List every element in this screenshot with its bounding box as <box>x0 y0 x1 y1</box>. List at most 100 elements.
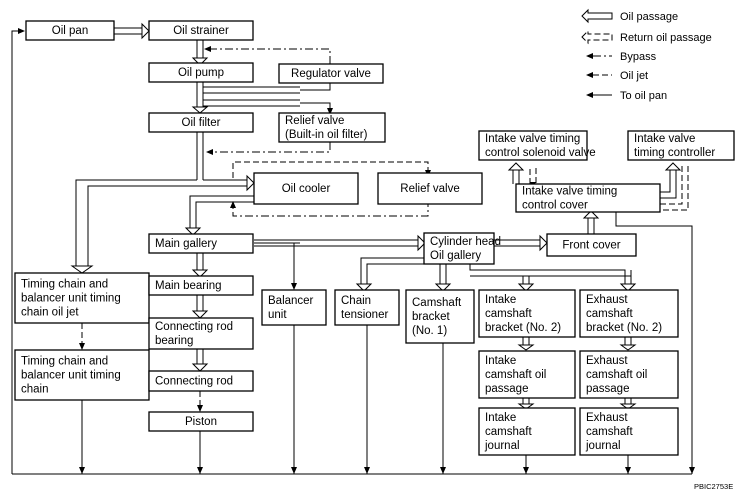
connecting-rod-bearing-label-line: Connecting rod <box>155 321 233 333</box>
timing-jet-box: Timing chain and balancer unit timing chai… <box>14 272 150 324</box>
intake-oil-passage-label-line: camshaft oil <box>485 369 546 381</box>
exhaust-oil-passage-label-line: Exhaust <box>586 355 628 367</box>
front-cover-box: Front cover <box>546 233 637 257</box>
timing-jet-frame <box>14 272 150 324</box>
piston-frame <box>148 411 254 432</box>
relief-valve-builtin-frame <box>278 112 386 143</box>
intake-journal-label-line: journal <box>484 440 520 452</box>
return-to-pan-line <box>11 30 20 474</box>
oil-pump-box: Oil pump <box>148 62 254 83</box>
oil-strainer-box: Oil strainer <box>148 20 254 41</box>
oil-pan-label-line: Oil pan <box>52 25 88 37</box>
main-gallery-frame <box>148 233 254 254</box>
exhaust-oil-passage-frame <box>579 350 679 399</box>
relief-valve-builtin-box: Relief valve(Built-in oil filter) <box>278 112 386 143</box>
timing-chain-frame <box>14 349 150 401</box>
connecting-rod-bearing-frame <box>148 317 254 350</box>
exhaust-journal-label-line: Exhaust <box>586 412 628 424</box>
chain-tensioner-label-line: Chain <box>341 295 371 307</box>
exhaust-bracket-2-box: Exhaust camshaft bracket (No. 2) <box>579 289 679 338</box>
legend-oil-jet-label: Oil jet <box>620 70 648 82</box>
chain-tensioner-frame <box>334 289 400 326</box>
camshaft-bracket-1-label-line: (No. 1) <box>412 325 447 337</box>
legend: Oil passage Return oil passage Bypass Oi… <box>581 8 712 102</box>
exhaust-journal-label-line: camshaft <box>586 426 633 438</box>
piston-box: Piston <box>148 411 254 432</box>
balancer-unit-label-line: unit <box>268 309 287 321</box>
cylinder-head-label-line: Oil gallery <box>430 250 481 262</box>
oil-cooler-label-line: Oil cooler <box>282 183 331 195</box>
timing-chain-label-line: Timing chain and <box>21 356 108 368</box>
oil-filter-label-line: Oil filter <box>182 117 221 129</box>
balancer-unit-box: Balancer unit <box>261 289 327 326</box>
intake-controller-frame <box>627 130 735 161</box>
main-gallery-label-line: Main gallery <box>155 238 217 250</box>
relief-valve-label-line: Relief valve <box>400 183 459 195</box>
regulator-valve-label-line: Regulator valve <box>291 68 371 80</box>
oil-pump-label-line: Oil pump <box>178 67 224 79</box>
oil-strainer-frame <box>148 20 254 41</box>
main-gallery-box: Main gallery <box>148 233 254 254</box>
flow-lines <box>11 22 695 475</box>
oil-strainer-label-line: Oil strainer <box>173 25 229 37</box>
intake-oil-passage-box: Intake camshaft oil passage <box>478 350 576 399</box>
oil-cooler-box: Oil cooler <box>253 172 359 205</box>
connecting-rod-bearing-box: Connecting rod bearing <box>148 317 254 350</box>
timing-chain-label-line: balancer unit timing <box>21 370 121 382</box>
legend-oil-passage: Oil passage <box>581 8 678 24</box>
main-bearing-frame <box>148 275 254 296</box>
timing-jet-label-line: chain oil jet <box>21 307 79 319</box>
intake-solenoid-label-line: control solenoid valve <box>485 147 596 159</box>
relief-valve-builtin-label-line: (Built-in oil filter) <box>285 129 368 141</box>
connecting-rod-bearing-label-line: bearing <box>155 335 193 347</box>
front-cover-frame <box>546 233 637 257</box>
exhaust-bracket-2-label-line: camshaft <box>586 308 633 320</box>
legend-oil-jet: Oil jet <box>586 70 648 82</box>
intake-solenoid-frame <box>478 130 588 161</box>
front-cover-label-line: Front cover <box>562 240 620 252</box>
intake-cover-label-line: Intake valve timing <box>522 186 617 198</box>
balancer-unit-label-line: Balancer <box>268 295 314 307</box>
oil-cooler-frame <box>253 172 359 205</box>
exhaust-bracket-2-label-line: Exhaust <box>586 294 628 306</box>
figure-code-label: PBIC2753E <box>694 482 733 491</box>
regulator-valve-frame <box>278 63 384 84</box>
intake-cover-frame <box>515 183 661 213</box>
intake-controller-label-line: Intake valve <box>634 133 695 145</box>
main-bearing-box: Main bearing <box>148 275 254 296</box>
timing-chain-label-line: chain <box>21 384 49 396</box>
intake-controller-box: Intake valve timing controller <box>627 130 735 161</box>
main-bearing-label-line: Main bearing <box>155 280 221 292</box>
exhaust-bracket-2-label-line: bracket (No. 2) <box>586 322 662 334</box>
intake-oil-passage-label-line: passage <box>485 383 528 395</box>
relief-valve-box: Relief valve <box>377 172 483 205</box>
intake-bracket-2-label-line: Intake <box>485 294 516 306</box>
cylinder-head-frame <box>423 232 495 265</box>
intake-journal-frame <box>478 407 576 456</box>
intake-oil-passage-label-line: Intake <box>485 355 516 367</box>
timing-jet-label-line: Timing chain and <box>21 279 108 291</box>
intake-bracket-2-frame <box>478 289 576 338</box>
oil-passage-pan-to-strainer <box>114 22 150 40</box>
connecting-rod-label-line: Connecting rod <box>155 376 233 388</box>
exhaust-bracket-2-frame <box>579 289 679 338</box>
intake-oil-passage-frame <box>478 350 576 399</box>
connecting-rod-frame <box>148 370 254 392</box>
camshaft-bracket-1-frame <box>405 289 475 344</box>
timing-jet-label-line: balancer unit timing <box>21 293 121 305</box>
chain-tensioner-box: Chain tensioner <box>334 289 400 326</box>
intake-controller-label-line: timing controller <box>634 147 715 159</box>
exhaust-oil-passage-label-line: passage <box>586 383 629 395</box>
intake-cover-label-line: control cover <box>522 200 588 212</box>
chain-tensioner-label-line: tensioner <box>341 309 388 321</box>
legend-return-oil-passage-label: Return oil passage <box>620 32 712 44</box>
oil-filter-box: Oil filter <box>148 112 254 133</box>
intake-bracket-2-label-line: bracket (No. 2) <box>485 322 561 334</box>
